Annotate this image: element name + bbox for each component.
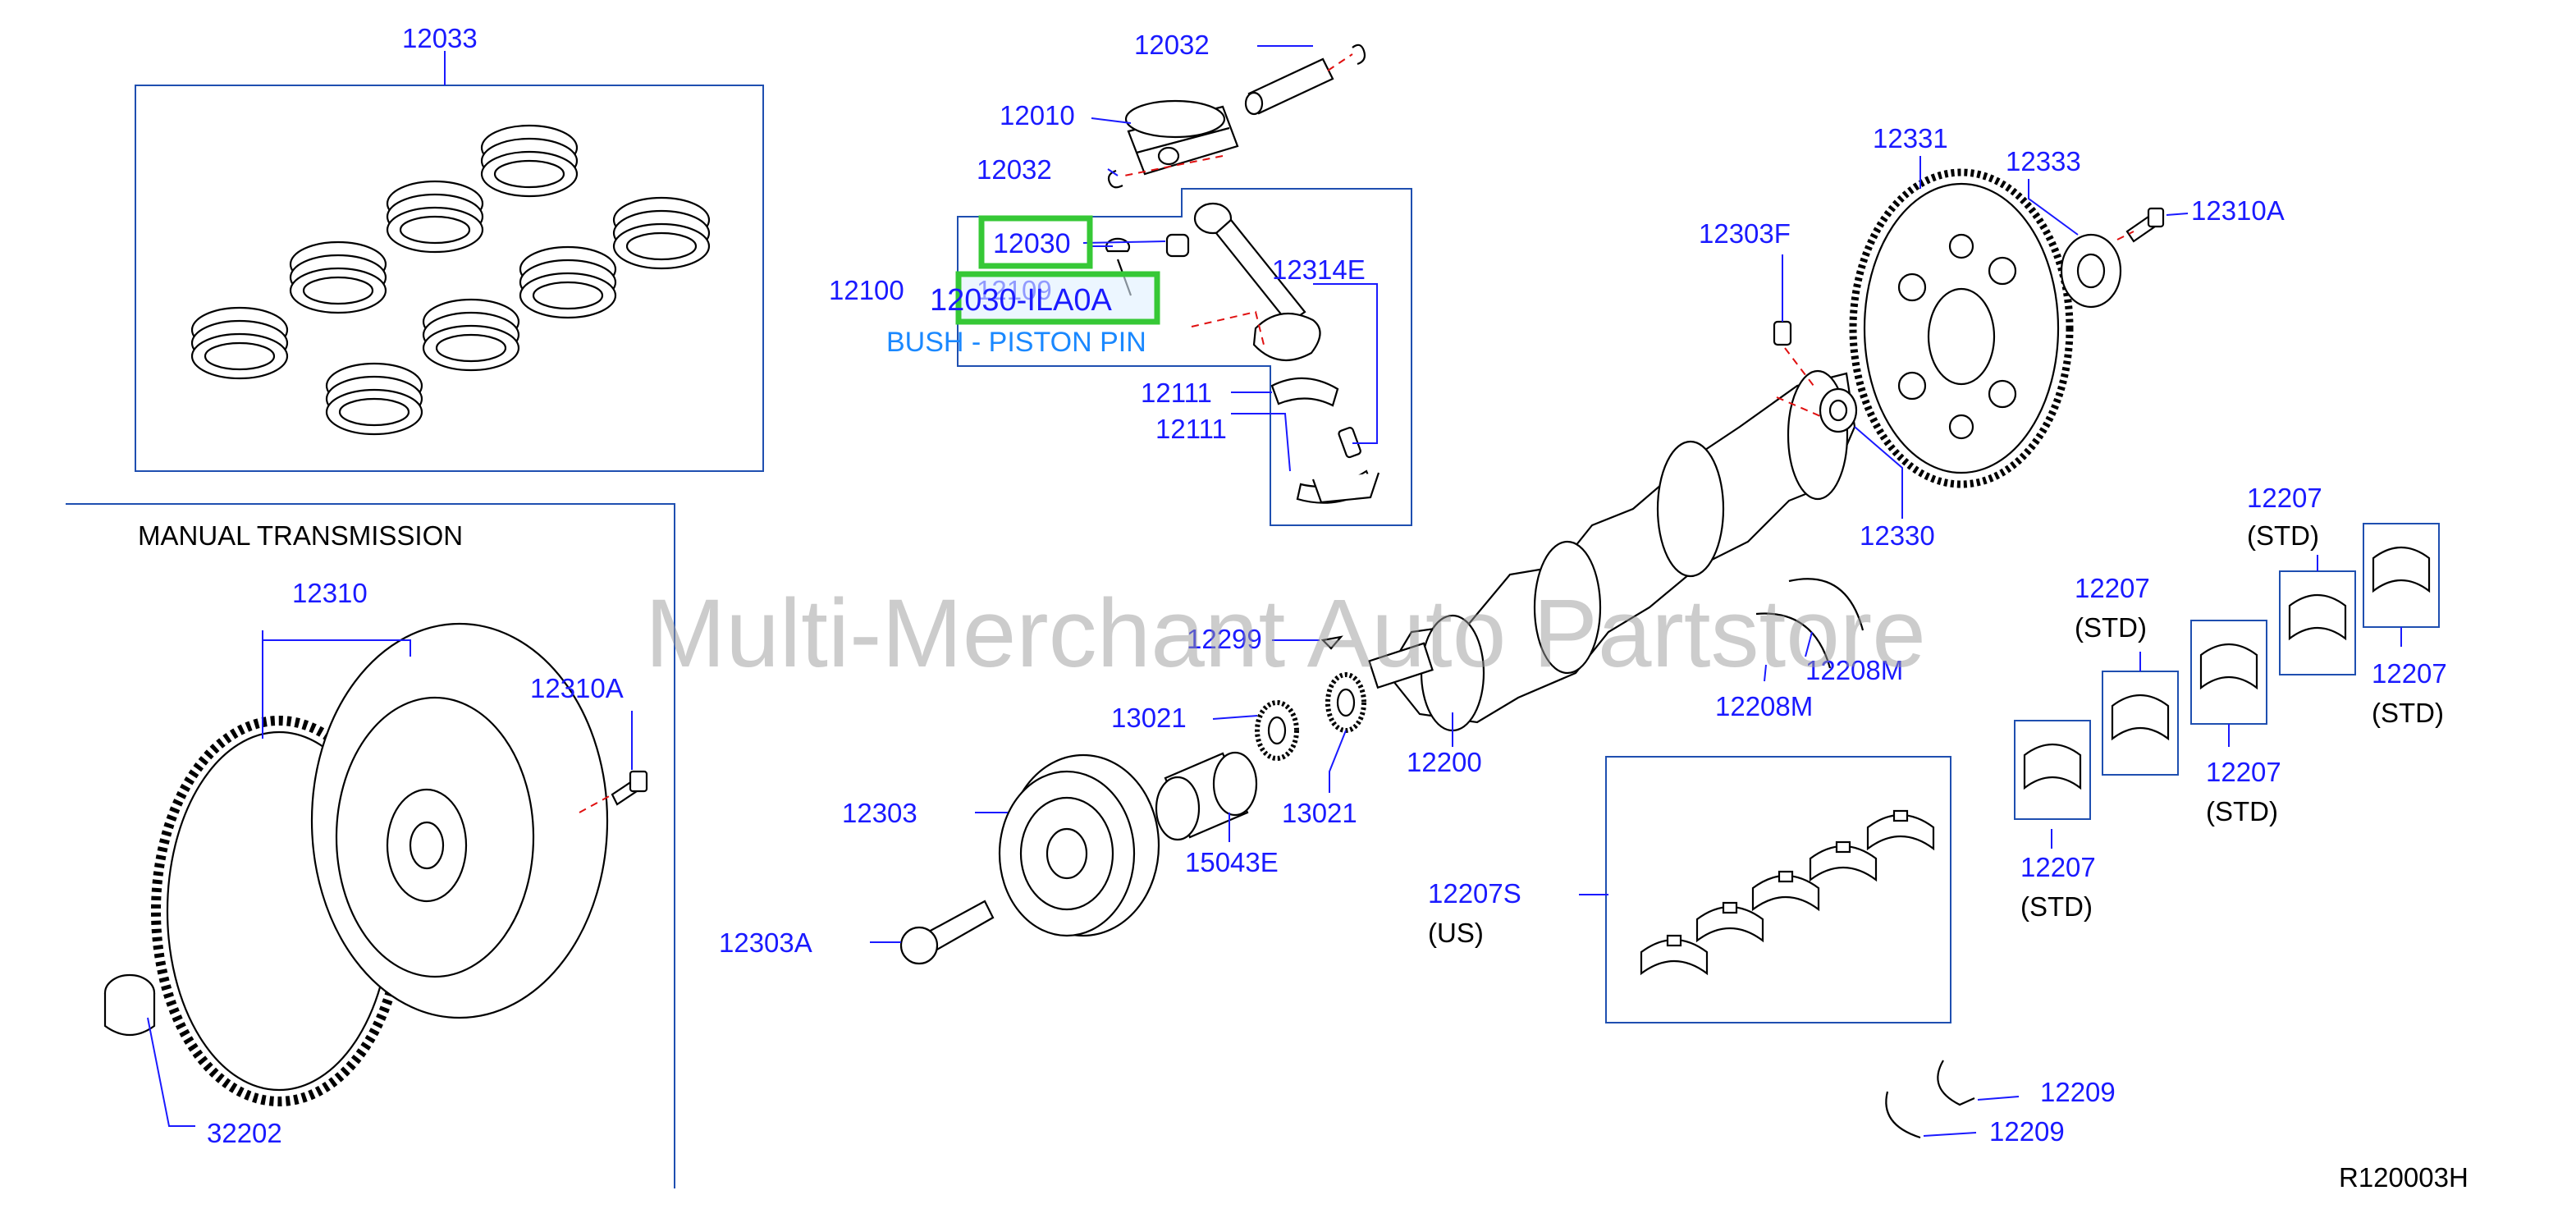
label-12207-std-2-note: (STD): [2075, 612, 2147, 643]
piston-ring-set: [190, 306, 289, 380]
label-12209-lower[interactable]: 12209: [1989, 1116, 2065, 1147]
label-12310A-left[interactable]: 12310A: [530, 673, 624, 703]
crankshaft: [1368, 369, 1856, 732]
pilot-bushing-32202: [103, 973, 156, 1036]
label-12207S[interactable]: 12207S: [1428, 878, 1521, 909]
highlight-box-12030-ILA0A: [955, 271, 1160, 325]
label-12207-std-1[interactable]: 12207: [2020, 852, 2096, 882]
label-12303F[interactable]: 12303F: [1699, 218, 1791, 249]
highlight-box-12030: [978, 215, 1093, 269]
label-12333[interactable]: 12333: [2006, 146, 2081, 176]
label-12207-std-4[interactable]: 12207: [2247, 483, 2322, 513]
manual-transmission-frame: [66, 503, 675, 1188]
label-12303[interactable]: 12303: [842, 798, 917, 828]
undersize-bearing-set: [1640, 809, 1935, 976]
label-12207-std-3-note: (STD): [2206, 796, 2278, 826]
label-32202[interactable]: 32202: [207, 1118, 282, 1148]
label-12310A-top[interactable]: 12310A: [2191, 195, 2285, 226]
piston-ring-box: [135, 85, 764, 472]
oil-pump-drive-spacer: [1155, 751, 1258, 841]
rod-bearing-upper: [1270, 377, 1339, 407]
piston-ring-sets: [190, 124, 711, 436]
label-12209-upper[interactable]: 12209: [2040, 1077, 2116, 1107]
dowel-guide: [1784, 347, 1814, 387]
flywheel-bolt-left-guide: [579, 794, 613, 813]
label-12299[interactable]: 12299: [1187, 624, 1262, 654]
label-12010[interactable]: 12010: [1000, 100, 1075, 130]
label-13021-right[interactable]: 13021: [1282, 798, 1357, 828]
label-12208M-left[interactable]: 12208M: [1715, 691, 1813, 721]
label-15043E[interactable]: 15043E: [1185, 847, 1279, 877]
connecting-rod: [1105, 202, 1321, 362]
std-main-bearings: [2023, 547, 2431, 790]
rod-dowel: [1338, 427, 1361, 459]
piston-pin: [1244, 57, 1334, 116]
label-12207-std-5[interactable]: 12207: [2372, 658, 2447, 689]
piston-pin-clip-top: [1352, 44, 1366, 66]
undersize-bearing-box: [1605, 756, 1951, 1023]
leader-lines: [147, 45, 2402, 1137]
label-12207-std-4-note: (STD): [2247, 520, 2319, 551]
piston-ring-set: [480, 124, 579, 198]
label-12207-std-3[interactable]: 12207: [2206, 757, 2281, 787]
pilot-bearing: [1819, 387, 1858, 433]
thrust-washer-upper: [1788, 578, 1865, 631]
label-12207-std-1-note: (STD): [2020, 891, 2093, 922]
key-12299: [1320, 635, 1343, 650]
drive-plate: [1849, 168, 2074, 488]
flywheel-bolt-top: [2125, 207, 2165, 243]
dowel-12303F: [1773, 320, 1792, 346]
reference-code: R120003H: [2339, 1162, 2468, 1193]
label-12310[interactable]: 12310: [292, 578, 368, 608]
piston-assembly-guide: [1119, 53, 1353, 177]
flywheel-bolt-left: [611, 770, 648, 806]
reinforcement-plate: [2060, 233, 2122, 309]
label-12033[interactable]: 12033: [402, 23, 478, 53]
rod-guide: [1191, 310, 1265, 346]
label-12111-lower[interactable]: 12111: [1155, 414, 1227, 444]
piston: [1124, 99, 1239, 176]
highlight-fill-12030-ILA0A: [959, 274, 1157, 322]
label-12030-highlighted[interactable]: 12030: [993, 228, 1071, 259]
label-12207S-us: (US): [1428, 918, 1484, 948]
label-12100[interactable]: 12100: [829, 275, 904, 305]
store-watermark: Multi-Merchant Auto Partstore: [645, 579, 1926, 688]
thrust-washer-12209-b: [1885, 1091, 1921, 1139]
piston-ring-set: [386, 180, 484, 254]
label-12303A[interactable]: 12303A: [719, 927, 812, 958]
thrust-washer-lower: [1755, 612, 1832, 669]
label-12030-ILA0A[interactable]: 12030-ILA0A: [930, 283, 1112, 318]
crank-guide: [1776, 396, 1827, 419]
label-12331[interactable]: 12331: [1873, 123, 1948, 153]
connecting-rod-box: [957, 188, 1412, 526]
section-title-manual-transmission: MANUAL TRANSMISSION: [138, 520, 463, 551]
flywheel-bolt-guide: [2116, 231, 2134, 240]
highlight-description: BUSH - PISTON PIN: [886, 327, 1146, 358]
label-12330[interactable]: 12330: [1860, 520, 1935, 551]
piston-ring-set: [612, 196, 711, 270]
piston-pin-clip-bottom: [1107, 169, 1123, 189]
piston-ring-set: [422, 298, 520, 372]
label-12032-bottom[interactable]: 12032: [977, 154, 1052, 185]
label-12314E[interactable]: 12314E: [1272, 254, 1366, 285]
piston-ring-set: [519, 245, 617, 319]
label-12208M-right[interactable]: 12208M: [1805, 655, 1903, 685]
label-13021-left[interactable]: 13021: [1111, 703, 1187, 733]
label-12207-std-2[interactable]: 12207: [2075, 573, 2150, 603]
label-12111-upper[interactable]: 12111: [1141, 378, 1212, 408]
crank-sprocket-rear: [1325, 672, 1366, 733]
thrust-washer-12209-a: [1937, 1060, 1975, 1106]
piston-ring-set: [325, 362, 423, 436]
manual-flywheel: [151, 622, 609, 1106]
label-12032-top[interactable]: 12032: [1134, 30, 1210, 60]
label-12200[interactable]: 12200: [1407, 747, 1482, 777]
piston-ring-set: [289, 240, 387, 314]
label-12207-std-5-note: (STD): [2372, 698, 2444, 728]
crank-sprocket-front: [1255, 700, 1299, 761]
pulley-bolt: [899, 900, 995, 965]
crank-pulley: [998, 753, 1160, 937]
rod-cap: [1311, 472, 1380, 504]
